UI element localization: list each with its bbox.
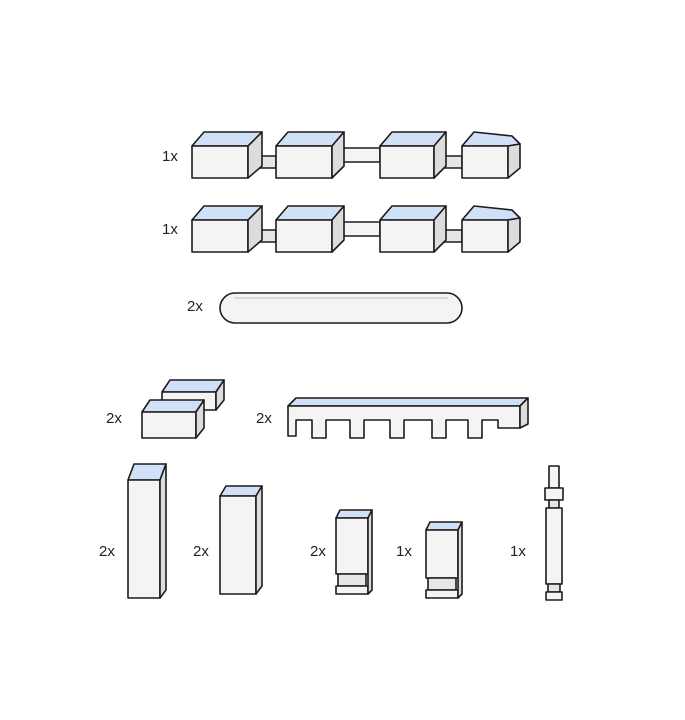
- long-blue-block-bar-icon: [191, 205, 521, 253]
- long-blue-block-bar-icon: [191, 131, 521, 179]
- double-block-icon: [141, 379, 225, 439]
- quantity-label-short-post-b: 1x: [396, 543, 412, 560]
- quantity-label-medium-post: 2x: [193, 543, 209, 560]
- pin-post-icon: [544, 465, 564, 601]
- notched-comb-bar-icon: [287, 397, 529, 439]
- quantity-label-bar-b: 1x: [162, 221, 178, 238]
- quantity-label-small-block: 2x: [106, 410, 122, 427]
- quantity-label-bar-a: 1x: [162, 148, 178, 165]
- short-post-icon: [425, 521, 463, 599]
- rounded-rod-icon: [219, 292, 463, 324]
- quantity-label-short-post-a: 2x: [310, 543, 326, 560]
- quantity-label-pin-post: 1x: [510, 543, 526, 560]
- tall-post-icon: [127, 463, 167, 599]
- quantity-label-tall-post: 2x: [99, 543, 115, 560]
- quantity-label-comb: 2x: [256, 410, 272, 427]
- quantity-label-rod: 2x: [187, 298, 203, 315]
- short-post-icon: [335, 509, 373, 595]
- medium-post-icon: [219, 485, 263, 595]
